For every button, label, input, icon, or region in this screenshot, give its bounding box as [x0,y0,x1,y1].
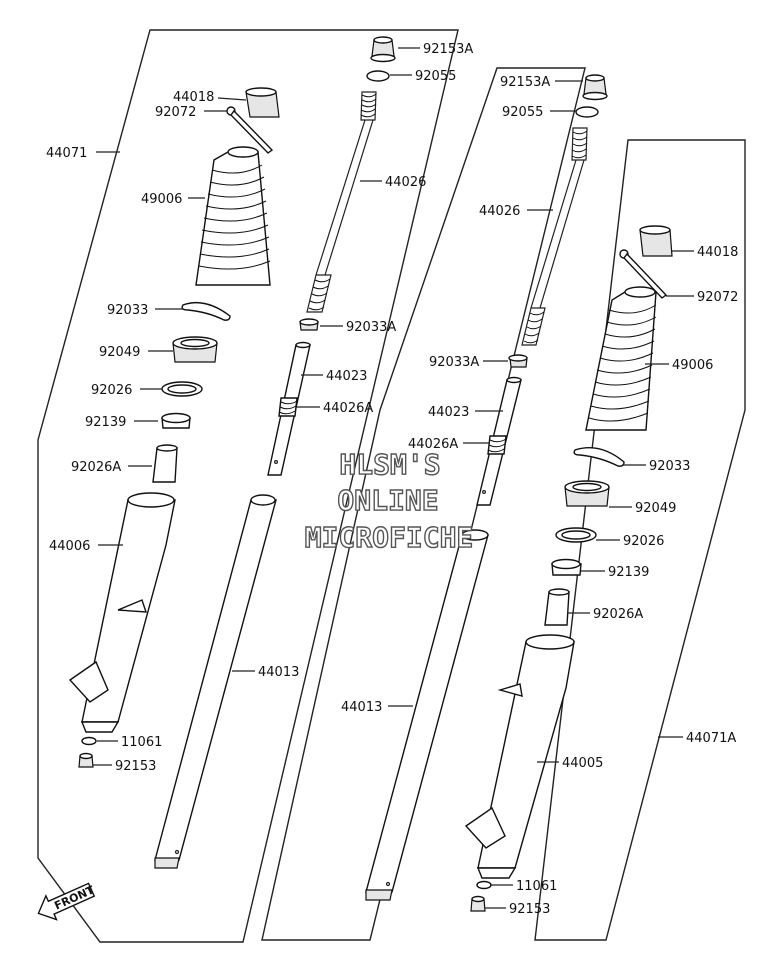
label-44071A-right: 44071A [686,731,736,746]
right-o-ring-92055[interactable] [575,106,599,118]
right-bushing-92139[interactable] [551,558,582,576]
label-92026-right: 92026 [623,534,664,549]
label-44013-left: 44013 [258,665,299,680]
left-dust-seal-44018[interactable] [245,87,280,118]
left-bushing-92139[interactable] [161,412,191,429]
right-washer-92026[interactable] [555,527,597,543]
label-92026-left: 92026 [91,383,132,398]
right-fork-spring-44026[interactable] [521,127,588,346]
label-92139-right: 92139 [608,565,649,580]
left-fork-spring-44026[interactable] [306,91,377,313]
right-dust-seal-44018[interactable] [639,225,673,257]
label-92026A-right: 92026A [593,607,643,622]
left-inner-tube-44013[interactable] [154,494,277,869]
label-44026-right: 44026 [479,204,520,219]
right-outer-tube-44005[interactable] [464,634,575,879]
left-outer-tube-44006[interactable] [68,492,176,733]
label-92055-left: 92055 [415,69,456,84]
label-11061-right: 11061 [516,879,557,894]
left-o-ring-92055[interactable] [366,70,390,82]
label-92026A-left: 92026A [71,460,121,475]
label-92033A-right: 92033A [429,355,479,370]
right-gasket-11061[interactable] [476,880,492,890]
left-clamp-band-92072[interactable] [226,106,274,154]
left-fork-boot-49006[interactable] [195,146,271,286]
right-bolt-92153[interactable] [470,895,486,912]
label-44071-left: 44071 [46,146,87,161]
label-44023-right: 44023 [428,405,469,420]
label-92033-left: 92033 [107,303,148,318]
right-fork-boot-49006[interactable] [585,286,657,431]
front-direction-arrow: FRONT [37,882,97,921]
label-92033-right: 92033 [649,459,690,474]
right-oil-seal-92049[interactable] [564,480,610,507]
left-bushing-92026A[interactable] [152,444,178,483]
right-assembly-frame [261,67,586,941]
label-44026-left: 44026 [385,175,426,190]
label-92153-right: 92153 [509,902,550,917]
watermark-line-3: MICROFICHE [305,521,474,554]
right-rebound-spring-44026A[interactable] [487,435,507,455]
leader-lines [93,47,694,909]
label-92072-left: 92072 [155,105,196,120]
label-44026A-right: 44026A [408,437,458,452]
watermark-line-2: ONLINE [337,484,438,517]
left-circlip-92033[interactable] [181,301,231,321]
label-92153A-left: 92153A [423,42,473,57]
label-11061-left: 11061 [121,735,162,750]
right-circlip-92033[interactable] [573,447,625,467]
left-oil-seal-92049[interactable] [172,336,218,363]
label-92139-left: 92139 [85,415,126,430]
label-49006-right: 49006 [672,358,713,373]
watermark: HLSM'S ONLINE MICROFICHE [304,447,474,554]
label-92033A-left: 92033A [346,320,396,335]
watermark-line-1: HLSM'S [339,448,440,481]
label-92153-left: 92153 [115,759,156,774]
label-49006-left: 49006 [141,192,182,207]
label-92049-left: 92049 [99,345,140,360]
right-outer-frame [534,139,746,941]
left-washer-92026[interactable] [161,381,203,397]
right-spring-seat-92033A[interactable] [508,354,528,368]
label-44006-left: 44006 [49,539,90,554]
label-44013-right: 44013 [341,700,382,715]
right-clamp-band-92072[interactable] [619,249,668,299]
label-44005-right: 44005 [562,756,603,771]
label-44026A-left: 44026A [323,401,373,416]
right-inner-tube-44013[interactable] [365,529,489,901]
right-bushing-92026A[interactable] [544,588,570,626]
left-assembly-frame [37,29,459,943]
label-92055-right: 92055 [502,105,543,120]
label-92049-right: 92049 [635,501,676,516]
left-gasket-11061[interactable] [81,736,97,746]
left-bolt-92153[interactable] [78,752,94,768]
label-44018-left: 44018 [173,90,214,105]
left-spring-seat-92033A[interactable] [299,318,319,331]
right-cap-bolt-92153A[interactable] [582,74,608,101]
left-rebound-spring-44026A[interactable] [278,397,298,417]
label-44018-right: 44018 [697,245,738,260]
label-92153A-right: 92153A [500,75,550,90]
left-cap-bolt-92153A[interactable] [370,36,396,63]
label-44023-left: 44023 [326,369,367,384]
label-92072-right: 92072 [697,290,738,305]
